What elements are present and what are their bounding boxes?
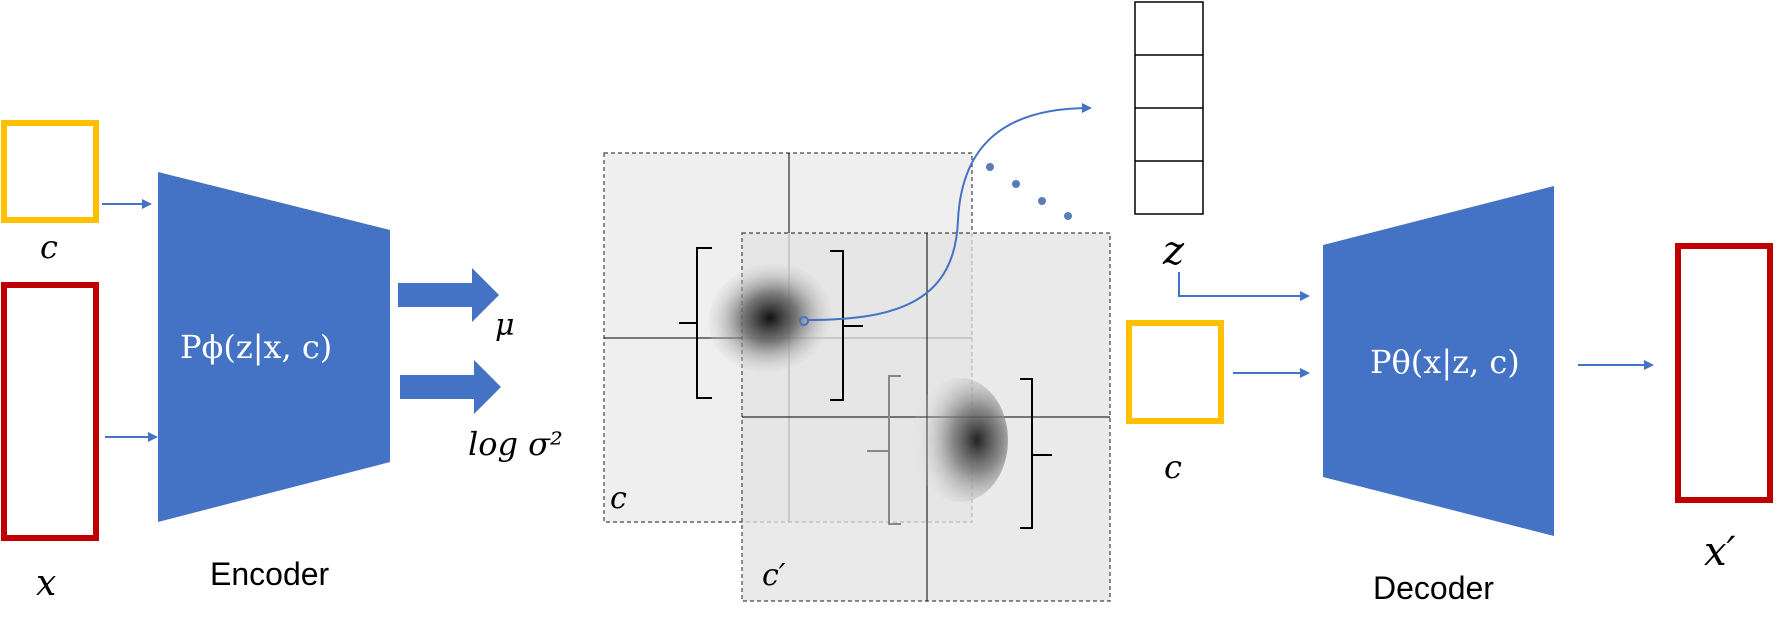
logvar-label: log σ² [468,425,563,463]
ellipsis-dot [1012,180,1020,188]
decoder-condition-box [1126,320,1224,424]
condition-input-label: c [40,228,58,266]
logvar-output-arrow [400,360,501,414]
decoder-condition-label: c [1164,448,1182,486]
mu-label: μ [495,308,515,343]
decoder-block [1323,186,1554,536]
bracket-left-c-prime [867,375,901,525]
sampling-curve-arrow [807,103,1092,321]
encoder-caption: Encoder [210,556,330,592]
x-input-box [1,282,99,541]
bracket-left-c [679,247,712,399]
x-prime-output-label: x′ [1704,529,1736,575]
condition-input-box [1,120,99,223]
z-to-decoder-arrow [1178,272,1310,301]
gaussian-blob-c [708,263,832,373]
x-input-label: x [36,563,56,604]
encoder-formula: Pϕ(z|x, c) [180,328,332,366]
panel-c-prime-label: c′ [762,558,786,593]
bracket-right-c-prime [1020,378,1052,529]
encoder-block [158,172,390,522]
bracket-right-c [830,250,863,401]
ellipsis-dot [1064,212,1072,220]
panel-c-label: c [610,481,627,516]
mu-output-arrow [398,268,499,322]
ellipsis-dot [1038,197,1046,205]
decoder-caption: Decoder [1373,570,1494,606]
gaussian-blob-c-prime [912,378,1008,502]
decoder-formula: Pθ(x|z, c) [1370,343,1520,381]
x-prime-output-box [1675,243,1773,503]
z-label: z [1162,228,1185,274]
latent-vector-z [1134,1,1204,215]
ellipsis-dot [986,163,994,171]
